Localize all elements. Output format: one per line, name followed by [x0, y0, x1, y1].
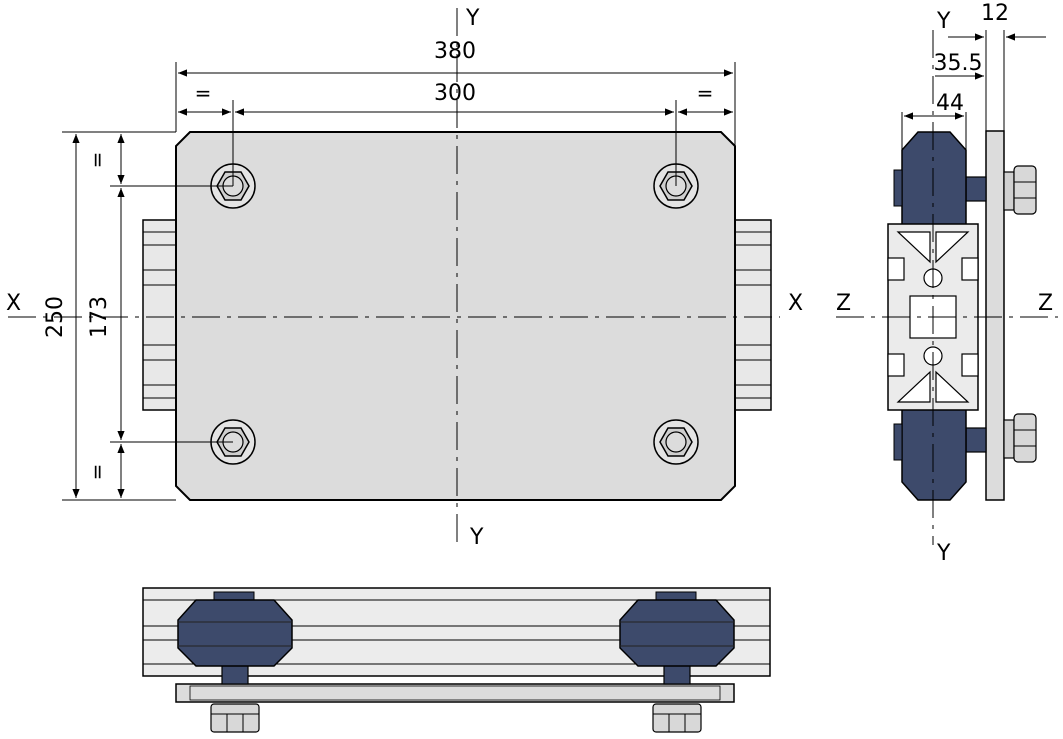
- dim-380: 380: [434, 39, 476, 64]
- dim-equal-right: =: [697, 81, 714, 105]
- dim-250: 250: [43, 296, 68, 338]
- axis-label-z-left: Z: [836, 291, 851, 316]
- front-base-plate: [175, 683, 735, 703]
- dim-44: 44: [936, 91, 964, 116]
- front-rubber-right: [619, 599, 735, 667]
- axis-label-side-y-top: Y: [936, 9, 951, 34]
- right-rail: [734, 219, 772, 411]
- dim-35-5: 35.5: [934, 51, 983, 76]
- bolt-bottom-right: [653, 419, 699, 465]
- front-bolt-left: [210, 703, 260, 733]
- front-view: [142, 587, 771, 733]
- base-plate: [175, 131, 736, 501]
- front-rubber-left: [177, 599, 293, 667]
- front-bolt-right: [652, 703, 702, 733]
- axis-label-x-left: X: [6, 291, 21, 316]
- dim-300: 300: [434, 81, 476, 106]
- left-rail: [142, 219, 180, 411]
- side-mount-plate: [985, 130, 1005, 501]
- axis-label-y-bottom: Y: [469, 525, 484, 550]
- dim-173: 173: [87, 296, 112, 338]
- dim-equal-top: =: [85, 152, 109, 169]
- axis-label-x-right: X: [788, 291, 803, 316]
- axis-label-z-right: Z: [1038, 291, 1053, 316]
- side-view: 12 35.5 44 Y Y Z Z: [836, 1, 1058, 566]
- dim-12: 12: [981, 1, 1009, 26]
- axis-label-side-y-bottom: Y: [936, 541, 951, 566]
- side-bolt-bottom: [1003, 413, 1037, 463]
- dim-equal-left: =: [195, 81, 212, 105]
- axis-label-y-top: Y: [465, 6, 480, 31]
- side-bolt-top: [1003, 165, 1037, 215]
- dim-equal-bottom: =: [85, 464, 109, 481]
- top-view: 380 300 = = 250 173 = = Y Y X X: [6, 6, 803, 550]
